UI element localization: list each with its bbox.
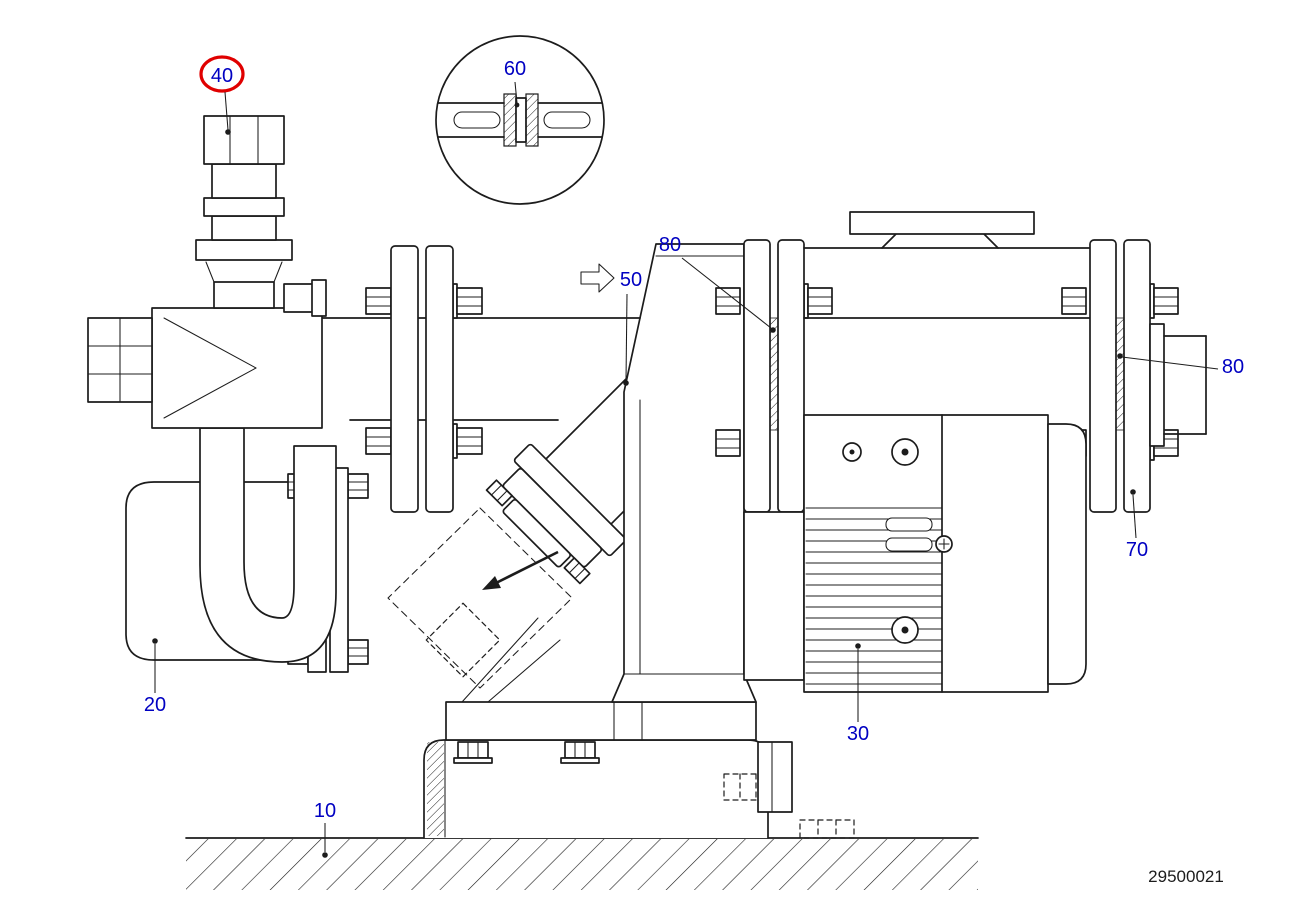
callout-80-left: 80 bbox=[659, 234, 776, 333]
callout-40-label: 40 bbox=[211, 65, 233, 87]
strainer-screen-marker bbox=[387, 507, 573, 689]
callouts: 40 60 50 80 80 70 bbox=[144, 55, 1244, 886]
callout-50: 50 bbox=[580, 263, 642, 386]
anchor-bolt-hidden bbox=[723, 773, 855, 839]
view-direction-arrow-icon bbox=[580, 263, 615, 293]
callout-60: 60 bbox=[504, 58, 526, 108]
top-branch-flange bbox=[849, 211, 1035, 249]
base-bolt bbox=[453, 741, 493, 764]
callout-70: 70 bbox=[1126, 489, 1148, 561]
strainer-port bbox=[485, 360, 710, 585]
flange-bolt bbox=[365, 423, 483, 459]
flange-bolt bbox=[365, 283, 483, 319]
ground-surface bbox=[185, 837, 979, 890]
valve-body bbox=[87, 307, 323, 429]
u-bend-pipe bbox=[199, 427, 337, 663]
direction-arrow bbox=[482, 550, 559, 590]
flange-bolt bbox=[563, 557, 591, 585]
valve-side-fitting bbox=[283, 279, 327, 317]
suction-pipe bbox=[321, 317, 641, 421]
support-column bbox=[611, 243, 757, 703]
highlight-ring bbox=[199, 55, 245, 93]
drawing-number: 29500021 bbox=[1148, 867, 1224, 886]
terminal-slots bbox=[885, 517, 953, 553]
flange-bolt bbox=[1061, 283, 1179, 319]
valve-hex-cap bbox=[203, 115, 285, 165]
motor-end-cap bbox=[1047, 423, 1087, 685]
pipe-flange-left bbox=[365, 245, 483, 513]
flange-gasket bbox=[769, 317, 779, 431]
callout-10-label: 10 bbox=[314, 800, 336, 822]
callout-80-left-label: 80 bbox=[659, 234, 681, 256]
pipe-stub bbox=[1149, 323, 1207, 447]
discharge-pipe bbox=[803, 211, 1091, 319]
callout-80-right: 80 bbox=[1117, 353, 1244, 378]
flange-bolt bbox=[715, 283, 833, 319]
flange-gasket bbox=[1115, 317, 1125, 431]
callout-80-right-label: 80 bbox=[1222, 356, 1244, 378]
callout-30: 30 bbox=[847, 643, 869, 745]
callout-50-label: 50 bbox=[620, 269, 642, 291]
safety-valve bbox=[195, 115, 327, 317]
callout-20-label: 20 bbox=[144, 694, 166, 716]
base-plate bbox=[423, 617, 855, 839]
detail-circle bbox=[435, 35, 605, 205]
callout-70-label: 70 bbox=[1126, 539, 1148, 561]
callout-10: 10 bbox=[314, 800, 336, 858]
callout-60-label: 60 bbox=[504, 58, 526, 80]
callout-20: 20 bbox=[144, 638, 166, 716]
callout-40: 40 bbox=[199, 55, 245, 135]
foot-plate bbox=[445, 617, 757, 741]
flange-bolt bbox=[485, 479, 513, 507]
motor bbox=[743, 414, 1087, 693]
callout-30-label: 30 bbox=[847, 723, 869, 745]
clamp-bracket bbox=[757, 741, 793, 813]
base-bolt bbox=[560, 741, 600, 764]
motor-fins bbox=[805, 507, 943, 685]
hex-union-nut bbox=[87, 317, 153, 403]
motor-lifting-eye bbox=[842, 438, 919, 644]
